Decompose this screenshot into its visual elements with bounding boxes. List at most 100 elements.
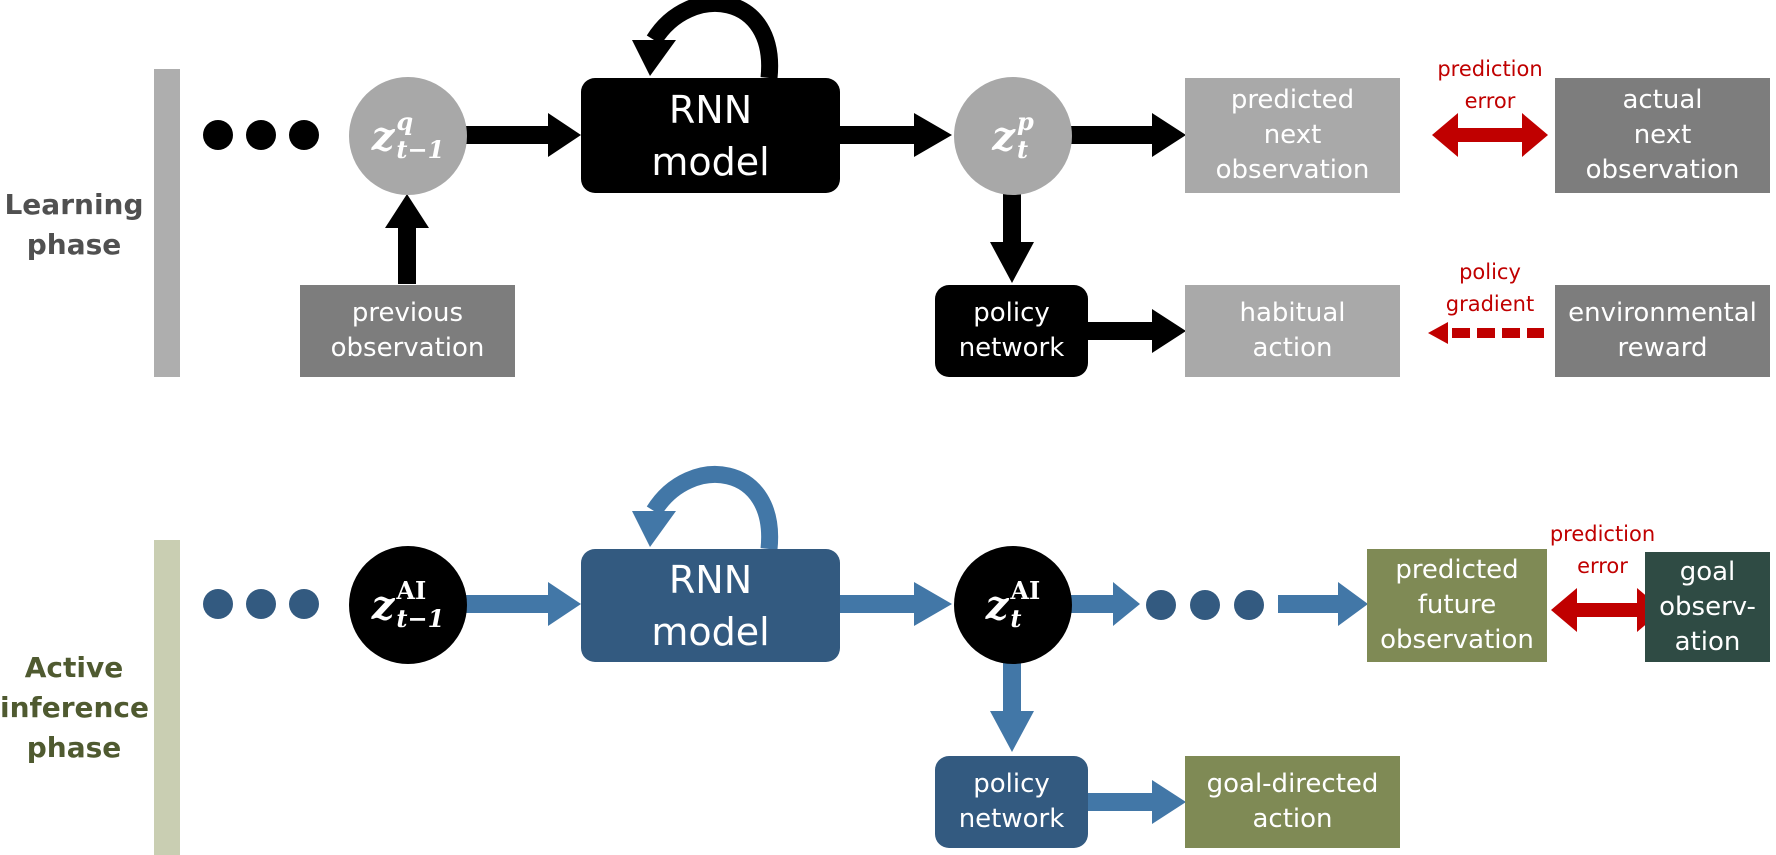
z-subscript: t−1	[396, 135, 445, 164]
active-phase-label-line2: inference	[0, 691, 150, 724]
active-phase-label-line3: phase	[26, 731, 122, 764]
policy-line2: network	[958, 804, 1065, 834]
prediction-error-label: prediction error	[1525, 518, 1680, 582]
goal-observation-box: goal observ- ation	[1645, 552, 1770, 662]
z-subscript: t	[1010, 604, 1022, 633]
ellipsis-dot	[289, 120, 319, 150]
active-phase-bar	[154, 540, 180, 855]
future-obs-line3: observation	[1380, 625, 1534, 655]
ellipsis-dot	[1190, 590, 1220, 620]
prediction-error-line2: error	[1577, 554, 1628, 578]
arrow-zp-to-policy	[990, 192, 1034, 283]
actual-obs-line2: next	[1633, 120, 1692, 150]
ellipsis-dot	[1146, 590, 1176, 620]
goal-action-line2: action	[1252, 804, 1333, 834]
rnn-label-line2: model	[651, 609, 770, 654]
reward-line2: reward	[1617, 333, 1708, 363]
policy-gradient-arrow	[1428, 322, 1544, 344]
prev-obs-line2: observation	[330, 333, 485, 363]
z-q-node: z q t−1	[349, 77, 467, 195]
active-phase-label: Active inference phase	[0, 648, 150, 768]
rnn-label-line2: model	[651, 139, 770, 184]
rnn-label-line1: RNN	[668, 87, 753, 132]
future-obs-line2: future	[1417, 590, 1497, 620]
prediction-error-arrow	[1551, 588, 1663, 632]
policy-gradient-line2: gradient	[1445, 292, 1535, 316]
learning-phase-label: Learning phase	[0, 185, 148, 265]
z-superscript: p	[1016, 107, 1034, 136]
z-superscript: AI	[1010, 576, 1041, 605]
environmental-reward-box: environmental reward	[1555, 285, 1770, 377]
z-symbol: z	[371, 112, 395, 160]
arrow-zp-to-predicted-obs	[1070, 113, 1186, 157]
policy-gradient-line1: policy	[1459, 260, 1521, 284]
policy-network-box: policy network	[935, 285, 1088, 377]
z-ai-node: z AI t	[954, 546, 1072, 664]
learning-phase-label-line1: Learning	[4, 188, 144, 221]
policy-network-box: policy network	[935, 756, 1088, 848]
habitual-action-line2: action	[1252, 333, 1333, 363]
rnn-self-loop	[632, 0, 779, 79]
predicted-future-observation-box: predicted future observation	[1367, 549, 1547, 662]
prediction-error-line2: error	[1464, 89, 1516, 113]
policy-line1: policy	[973, 769, 1050, 799]
actual-obs-line1: actual	[1622, 85, 1703, 115]
arrow-policy-to-goal-action	[1086, 780, 1186, 824]
z-superscript: AI	[396, 576, 427, 605]
policy-line2: network	[958, 333, 1065, 363]
arrow-zai-to-policy	[990, 661, 1034, 752]
goal-obs-line3: ation	[1674, 626, 1741, 657]
prev-obs-line1: previous	[351, 298, 464, 328]
z-superscript: q	[396, 107, 414, 136]
ellipsis-dot	[203, 120, 233, 150]
predicted-next-observation-box: predicted next observation	[1185, 78, 1400, 193]
z-ai-prev-node: z AI t−1	[349, 546, 467, 664]
prediction-error-label: prediction error	[1405, 53, 1575, 117]
actual-next-observation-box: actual next observation	[1555, 78, 1770, 193]
arrow-prev-obs-to-zq	[385, 194, 429, 284]
arrow-rnn-to-zp	[838, 113, 952, 157]
policy-gradient-label: policy gradient	[1405, 256, 1575, 320]
z-symbol: z	[371, 581, 395, 629]
reward-line1: environmental	[1568, 298, 1757, 328]
z-p-node: z p t	[954, 77, 1072, 195]
predicted-obs-line2: next	[1263, 120, 1322, 150]
future-obs-line1: predicted	[1395, 555, 1519, 585]
prediction-error-arrow	[1432, 113, 1548, 157]
arrow-rnn-to-zai	[838, 582, 952, 626]
z-subscript: t−1	[396, 604, 445, 633]
learning-phase-bar	[154, 69, 180, 377]
arrow-dots-to-future-obs	[1278, 582, 1368, 626]
habitual-action-box: habitual action	[1185, 285, 1400, 377]
goal-directed-action-box: goal-directed action	[1185, 756, 1400, 848]
rnn-self-loop	[632, 466, 779, 550]
predicted-obs-line1: predicted	[1230, 85, 1355, 115]
prediction-error-line1: prediction	[1437, 57, 1543, 81]
learning-phase-label-line2: phase	[26, 228, 122, 261]
goal-action-line1: goal-directed	[1206, 769, 1379, 799]
ellipsis-dot	[1234, 590, 1264, 620]
actual-obs-line3: observation	[1585, 155, 1740, 185]
ellipsis-dot	[246, 589, 276, 619]
previous-observation-box: previous observation	[300, 285, 515, 377]
policy-line1: policy	[973, 298, 1050, 328]
rnn-label-line1: RNN	[668, 557, 753, 602]
arrow-zai-to-dots	[1070, 582, 1140, 626]
habitual-action-line1: habitual	[1239, 298, 1346, 328]
arrow-zai-prev-to-rnn	[465, 582, 581, 626]
goal-obs-line2: observ-	[1659, 591, 1756, 622]
ellipsis-dot	[203, 589, 233, 619]
goal-obs-line1: goal	[1679, 556, 1736, 587]
rnn-model-box: RNN model	[581, 78, 840, 193]
z-symbol: z	[985, 581, 1009, 629]
rnn-model-box: RNN model	[581, 549, 840, 662]
arrow-policy-to-action	[1086, 309, 1186, 353]
ellipsis-dot	[246, 120, 276, 150]
predicted-obs-line3: observation	[1215, 155, 1370, 185]
z-subscript: t	[1016, 135, 1029, 164]
arrow-zq-to-rnn	[465, 113, 581, 157]
active-phase-label-line1: Active	[24, 651, 124, 684]
ellipsis-dot	[289, 589, 319, 619]
